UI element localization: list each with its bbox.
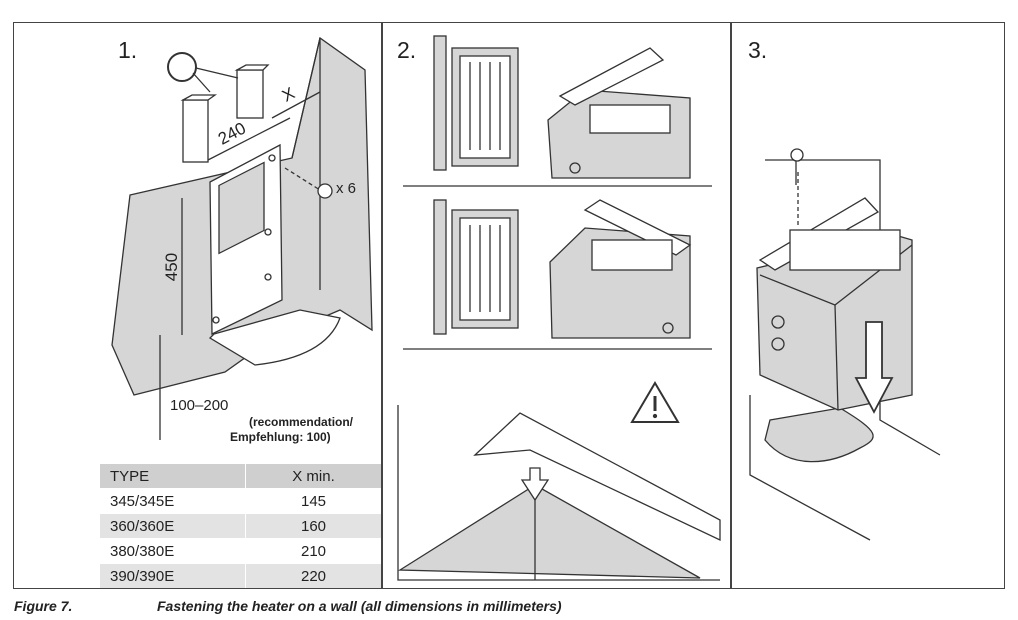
table-cell-x: 210 bbox=[245, 538, 381, 564]
table-cell-x: 160 bbox=[245, 513, 381, 539]
table-row: 360/360E 160 bbox=[100, 513, 381, 539]
step-2-middle-drawing bbox=[433, 199, 692, 339]
floor-note-line-1: (recommendation/ bbox=[249, 415, 354, 429]
table-cell-type: 345/345E bbox=[100, 488, 246, 514]
step-3-number: 3. bbox=[748, 37, 768, 63]
floor-note-line-2: Empfehlung: 100) bbox=[230, 430, 331, 444]
screw-icon bbox=[317, 183, 333, 199]
table-cell-x: 145 bbox=[245, 488, 381, 514]
table-cell-type: 390/390E bbox=[100, 563, 246, 588]
height-dimension-label: 450 bbox=[162, 252, 182, 282]
panel-divider-1 bbox=[381, 22, 383, 589]
screw-icon bbox=[790, 148, 804, 162]
table-cell-type: 380/380E bbox=[100, 538, 246, 564]
warning-triangle-icon bbox=[630, 381, 680, 423]
table-cell-type: 360/360E bbox=[100, 513, 246, 539]
figure-number: Figure 7. bbox=[14, 598, 73, 614]
step-1-number: 1. bbox=[118, 37, 138, 63]
floor-range-label: 100–200 bbox=[170, 397, 229, 414]
table-cell-x: 220 bbox=[245, 563, 381, 588]
table-row: 345/345E 145 bbox=[100, 488, 381, 514]
step-2-top-drawing bbox=[433, 35, 691, 179]
caution-circle-icon bbox=[167, 52, 239, 93]
down-arrow-icon bbox=[854, 321, 894, 414]
table-header-row: TYPE X min. bbox=[100, 463, 381, 489]
step-3-drawing bbox=[749, 159, 941, 541]
step-2-detail-drawing bbox=[397, 405, 721, 581]
panel-divider-2 bbox=[730, 22, 732, 589]
table-header-type: TYPE bbox=[100, 463, 246, 489]
step-1-wall-drawing bbox=[111, 36, 373, 440]
table-header-x: X min. bbox=[245, 463, 381, 489]
step-2-number: 2. bbox=[397, 37, 417, 63]
type-table: TYPE X min. 345/345E 145 360/360E 160 38… bbox=[100, 463, 381, 588]
screw-count-label: x 6 bbox=[336, 180, 357, 197]
table-row: 380/380E 210 bbox=[100, 538, 381, 564]
figure-caption: Fastening the heater on a wall (all dime… bbox=[157, 598, 562, 614]
table-row: 390/390E 220 bbox=[100, 563, 381, 588]
